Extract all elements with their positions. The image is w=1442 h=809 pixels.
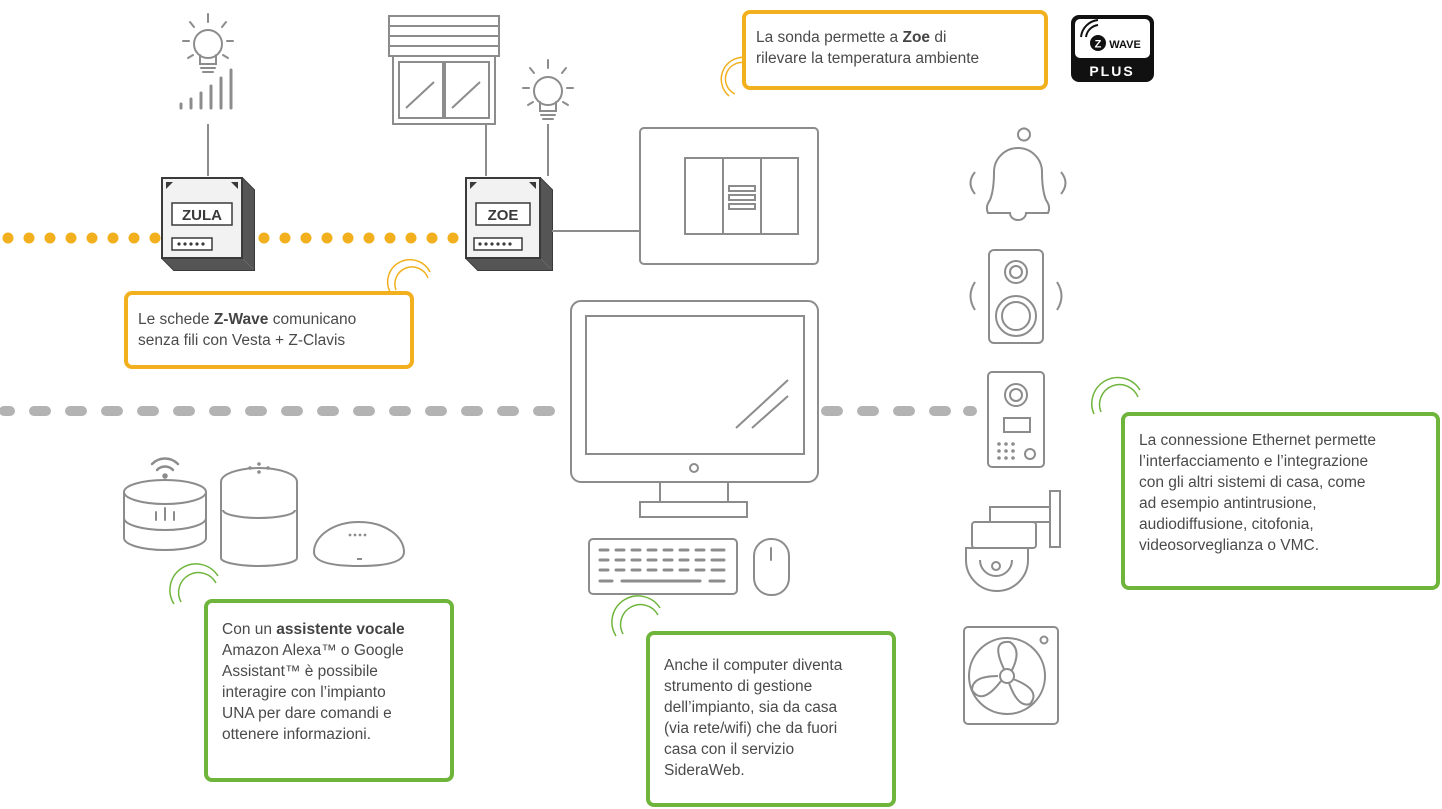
callout-zwave-line2: senza fili con Vesta + Z-Clavis [138,332,346,349]
zwave-logo-text-top: WAVE [1109,39,1141,51]
callout-line: interagire con l’impianto [222,684,386,701]
callout-probe: La sonda permette a Zoe di rilevare la t… [742,10,1048,90]
swoosh-icon [169,376,1141,637]
alexa-speaker-icon [123,479,207,551]
callout-line: l’interfacciamento e l’integrazione [1139,453,1369,470]
callout-line: videosorveglianza o VMC. [1139,537,1320,554]
callout-probe-line1: La sonda permette a Zoe di [756,27,1034,48]
callout-text: Le schede [138,311,214,328]
callout-line: ottenere informazioni. [222,726,372,743]
zwave-plus-logo: Z [1071,15,1154,82]
window-shutter-icon [388,15,500,125]
google-home-mini-icon [312,521,406,568]
callout-text: Con un [222,621,277,638]
callout-text: La sonda permette a [756,29,903,46]
callout-bold-text: Z-Wave [213,311,269,328]
keyboard-icon [588,538,738,595]
alarm-bell-icon [969,127,1067,221]
callout-zwave-boards: Le schede Z-Wave comunicano senza fili c… [124,291,414,369]
zula-module-icon [161,177,255,271]
callout-line: audiodiffusione, citofonia, [1139,516,1314,533]
google-home-icon [220,462,298,567]
callout-line: La connessione Ethernet permette [1139,432,1376,449]
callout-line: Assistant™ è possibile [222,663,378,680]
callout-voice-line1: Con un assistente vocale [222,619,438,640]
svg-text:Z: Z [1095,39,1102,51]
callout-voice-assistant: Con un assistente vocale Amazon Alexa™ o… [204,599,454,782]
wifi-icon [150,457,180,479]
callout-probe-line2: rilevare la temperatura ambiente [756,50,980,67]
zoe-module-icon [465,177,553,271]
callout-line: Anche il computer diventa [664,657,843,674]
zoe-label: ZOE [488,207,519,224]
zula-label: ZULA [182,207,222,224]
callout-text: di [930,29,947,46]
zwave-bus-line [2,232,459,244]
computer-monitor-icon [570,300,819,518]
signal-bars-icon [179,68,233,110]
callout-computer: Anche il computer diventa strumento di g… [646,631,896,807]
ventilation-fan-icon [963,626,1059,725]
callout-line: Amazon Alexa™ o Google [222,642,404,659]
light-bulb-icon [522,59,574,120]
callout-bold-text: assistente vocale [276,621,405,638]
callout-zwave-line1: Le schede Z-Wave comunicano [138,309,400,330]
dimmable-bulb-icon [182,13,234,73]
callout-text: comunicano [268,311,357,328]
callout-line: (via rete/wifi) che da fuori [664,720,838,737]
mouse-icon [753,538,790,596]
callout-line: UNA per dare comandi e [222,705,392,722]
thermostat-probe-icon [639,127,819,265]
callout-line: dell’impianto, sia da casa [664,699,838,716]
callout-line: strumento di gestione [664,678,813,695]
callout-line: con gli altri sistemi di casa, come [1139,474,1366,491]
callout-bold-text: Zoe [902,29,931,46]
audio-speaker-icon [969,249,1063,344]
zwave-logo-text-bottom: PLUS [1089,63,1134,79]
callout-line: casa con il servizio [664,741,795,758]
callout-line: SideraWeb. [664,762,745,779]
callout-line: ad esempio antintrusione, [1139,495,1317,512]
intercom-panel-icon [987,371,1045,468]
security-camera-icon [965,490,1061,592]
callout-ethernet: La connessione Ethernet permette l’inter… [1121,412,1440,590]
